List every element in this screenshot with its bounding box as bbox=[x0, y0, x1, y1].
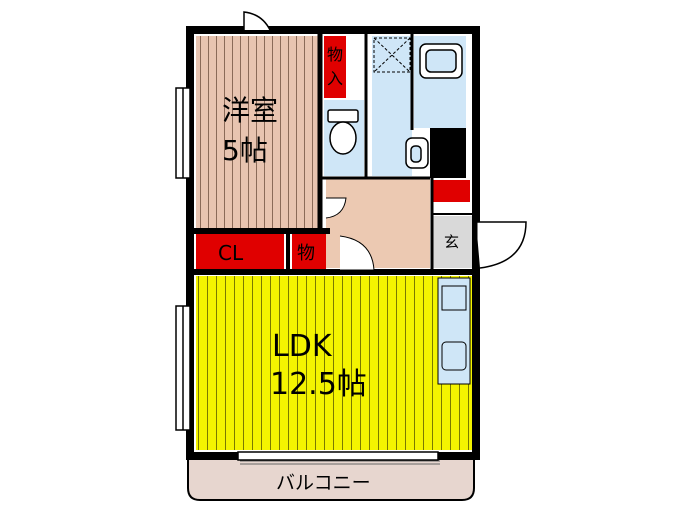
washbasin-icon bbox=[405, 137, 429, 169]
bathtub-icon bbox=[419, 43, 463, 79]
kitchen-sink-icon bbox=[441, 341, 467, 371]
closet bbox=[196, 232, 284, 270]
ldk-name: LDK bbox=[272, 329, 333, 364]
stove-top bbox=[441, 285, 467, 311]
toilet-icon bbox=[327, 109, 359, 155]
entrance-door-swing-icon bbox=[476, 221, 527, 269]
entrance-label: 玄 bbox=[444, 233, 459, 251]
ldk-size: 12.5帖 bbox=[270, 367, 367, 402]
shoe-cabinet bbox=[432, 180, 470, 202]
washer-space bbox=[373, 37, 411, 73]
western-room-floor bbox=[196, 36, 318, 231]
storage-top-label-1: 物 bbox=[327, 45, 343, 64]
window-icon bbox=[175, 87, 439, 461]
storage-top-label-2: 入 bbox=[327, 69, 343, 88]
balcony bbox=[187, 457, 475, 501]
storage-top-label: 物入 bbox=[0, 0, 2, 1]
storage-small-label: 物 bbox=[297, 243, 315, 264]
ldk-floor bbox=[196, 276, 474, 450]
hall-door-swing-icon bbox=[325, 197, 347, 219]
storage-small bbox=[292, 232, 326, 270]
door-swing-icon bbox=[243, 11, 271, 31]
entrance-floor bbox=[432, 216, 472, 268]
storage-top bbox=[324, 36, 346, 98]
ldk-door-swing-icon bbox=[339, 235, 375, 271]
western-room-name: 洋室 bbox=[222, 94, 278, 127]
closet-label: CL bbox=[218, 241, 244, 265]
balcony-label: バルコニー bbox=[276, 472, 371, 494]
shoe-cabinet-dark bbox=[430, 128, 466, 178]
western-room-size: 5帖 bbox=[222, 134, 268, 167]
